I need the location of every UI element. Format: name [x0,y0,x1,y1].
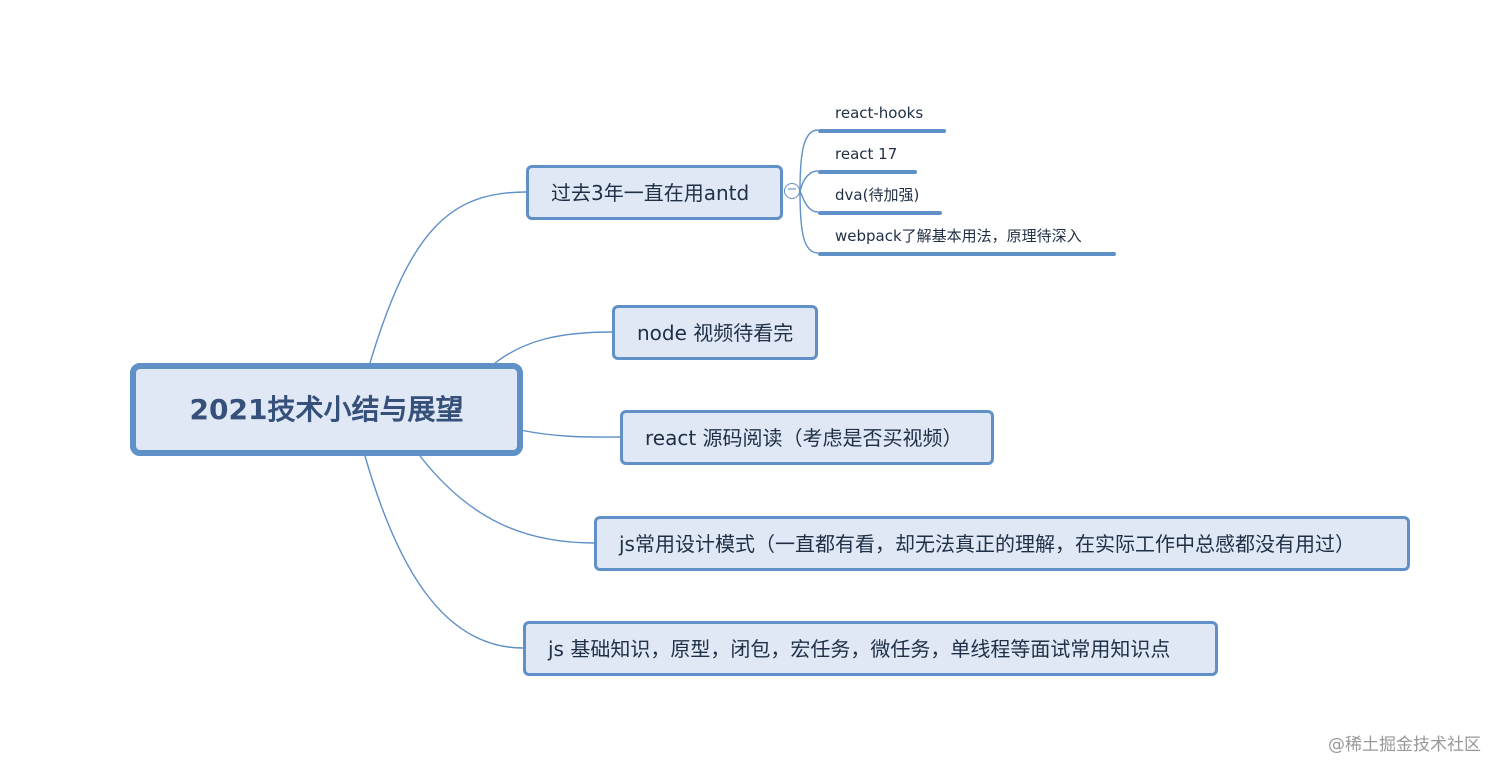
collapse-icon[interactable]: − [784,183,800,199]
branch-label: js常用设计模式（一直都有看，却无法真正的理解，在实际工作中总感都没有用过） [619,531,1355,556]
leaf-underline [818,252,1116,256]
root-to-branch-1-connector [369,191,527,364]
branch-1-to-leaf-4-connector [799,190,819,254]
root-to-branch-5-connector [364,455,524,649]
leaf-react-hooks[interactable]: react-hooks [835,104,924,122]
root-node[interactable]: 2021技术小结与展望 [130,363,523,456]
branch-1-to-leaf-2-connector [799,170,819,192]
branch-label: react 源码阅读（考虑是否买视频） [645,425,963,450]
branch-1-to-leaf-1-connector [799,129,819,192]
root-title: 2021技术小结与展望 [189,392,464,426]
branch-1-to-leaf-3-connector [799,190,819,213]
branch-node-antd[interactable]: 过去3年一直在用antd [526,165,783,220]
root-to-branch-2-connector [494,331,613,364]
root-to-branch-4-connector [419,455,595,544]
leaf-dva[interactable]: dva(待加强) [835,186,920,204]
branch-label: js 基础知识，原型，闭包，宏任务，微任务，单线程等面试常用知识点 [548,636,1171,661]
leaf-webpack[interactable]: webpack了解基本用法，原理待深入 [835,227,1082,245]
root-to-branch-3-connector [519,429,621,438]
branch-node-react-source[interactable]: react 源码阅读（考虑是否买视频） [620,410,994,465]
watermark-text: @稀土掘金技术社区 [1328,735,1481,755]
branch-node-js-basics[interactable]: js 基础知识，原型，闭包，宏任务，微任务，单线程等面试常用知识点 [523,621,1218,676]
branch-node-js-patterns[interactable]: js常用设计模式（一直都有看，却无法真正的理解，在实际工作中总感都没有用过） [594,516,1410,571]
branch-label: node 视频待看完 [637,320,794,345]
branch-label: 过去3年一直在用antd [551,180,750,205]
leaf-underline [818,170,917,174]
leaf-react-17[interactable]: react 17 [835,145,898,163]
branch-node-node-video[interactable]: node 视频待看完 [612,305,818,360]
leaf-underline [818,211,942,215]
leaf-underline [818,129,946,133]
